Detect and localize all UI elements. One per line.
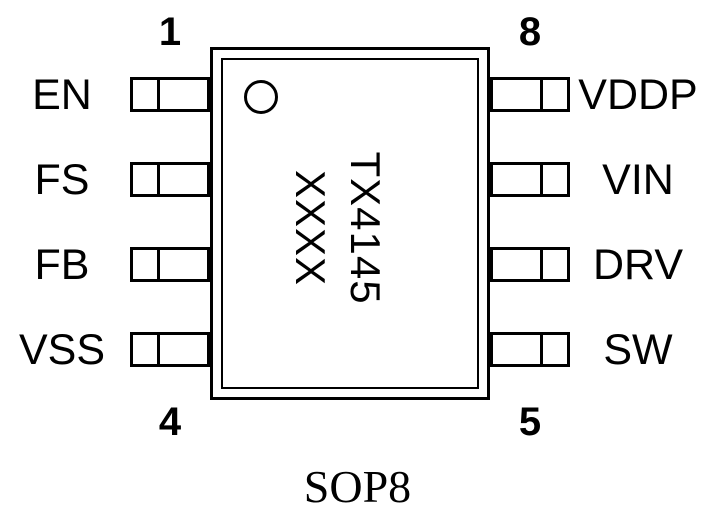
chip-marking: TX4145 XXXX (283, 151, 393, 304)
pin-lead-7 (490, 162, 570, 197)
package-name: SOP8 (303, 461, 412, 512)
chip-marking-lot-code: XXXX (287, 169, 334, 287)
pin-lead-1 (130, 77, 210, 112)
pin-label-fb: FB (34, 241, 90, 289)
pin-lead-5 (490, 332, 570, 367)
pin-label-vss: VSS (18, 326, 106, 374)
pin-lead-2 (130, 162, 210, 197)
pin-lead-bend-line (540, 80, 543, 109)
pin-lead-bend-line (157, 165, 160, 194)
pin-label-vddp: VDDP (578, 71, 698, 119)
pin-label-en: EN (32, 71, 92, 119)
pin-number-4: 4 (158, 400, 182, 444)
pin-number-5: 5 (518, 400, 542, 444)
chip-body: TX4145 XXXX (210, 47, 490, 400)
pin-label-vin: VIN (602, 156, 674, 204)
pin-label-fs: FS (34, 156, 90, 204)
chip-marking-part-number: TX4145 (342, 151, 389, 305)
pin-lead-bend-line (157, 80, 160, 109)
pin-lead-8 (490, 77, 570, 112)
pin-label-drv: DRV (592, 241, 683, 289)
pin-lead-bend-line (157, 335, 160, 364)
pin-lead-6 (490, 247, 570, 282)
pin-lead-bend-line (540, 250, 543, 279)
pin-label-sw: SW (603, 326, 673, 374)
pin-lead-bend-line (540, 335, 543, 364)
pin-lead-bend-line (157, 250, 160, 279)
chip-body-inner-outline (221, 58, 479, 389)
pin-lead-3 (130, 247, 210, 282)
pin-lead-bend-line (540, 165, 543, 194)
pin-number-8: 8 (518, 10, 542, 54)
pin-lead-4 (130, 332, 210, 367)
pin-number-1: 1 (158, 10, 182, 54)
pin1-indicator-circle (244, 80, 278, 114)
